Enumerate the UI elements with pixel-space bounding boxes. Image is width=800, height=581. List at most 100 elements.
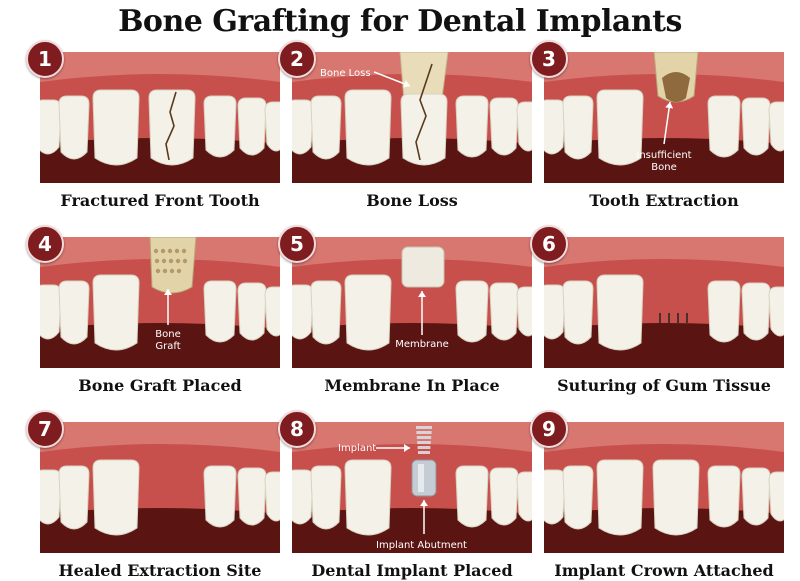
tooth-right-canine bbox=[741, 97, 771, 156]
label-membrane: Membrane bbox=[395, 339, 449, 350]
tooth-fractured bbox=[148, 89, 196, 166]
arrow-head bbox=[164, 289, 172, 295]
tooth-left-canine bbox=[310, 95, 342, 160]
tooth-right-far bbox=[264, 101, 280, 152]
gum-highlight bbox=[40, 52, 280, 82]
tooth-left-far bbox=[40, 99, 62, 155]
panel-caption: Fractured Front Tooth bbox=[60, 191, 260, 210]
step-badge: 6 bbox=[530, 225, 568, 263]
tooth-left-canine bbox=[58, 95, 90, 160]
tooth-right-far bbox=[768, 471, 784, 522]
gum-highlight bbox=[544, 237, 784, 267]
gum-highlight bbox=[544, 422, 784, 452]
label-bone: Bone bbox=[155, 329, 180, 340]
panel-caption: Healed Extraction Site bbox=[58, 561, 262, 580]
tooth-right-lateral bbox=[707, 280, 741, 343]
panel-caption: Bone Graft Placed bbox=[78, 376, 242, 395]
graft-granule bbox=[175, 258, 181, 264]
scene-group bbox=[292, 422, 532, 553]
tooth-left-central bbox=[596, 89, 644, 166]
scene-group bbox=[40, 237, 280, 368]
tooth-right-lateral bbox=[707, 95, 741, 158]
scene-group bbox=[40, 422, 280, 553]
tooth-left-canine bbox=[562, 465, 594, 530]
tooth-left-far bbox=[544, 284, 566, 340]
tooth-left-far bbox=[40, 284, 62, 340]
tooth-right-canine bbox=[237, 97, 267, 156]
arrow-head bbox=[418, 291, 426, 297]
label-implant: Implant bbox=[338, 443, 376, 454]
graft-granule bbox=[182, 258, 188, 264]
tooth-left-central bbox=[92, 274, 140, 351]
panel-illustration bbox=[544, 422, 784, 553]
implant-thread bbox=[417, 441, 431, 444]
panel-caption: Tooth Extraction bbox=[589, 191, 739, 210]
graft-granule bbox=[155, 268, 161, 274]
fracture-line bbox=[165, 91, 177, 161]
step-badge: 3 bbox=[530, 40, 568, 78]
tooth-right-far bbox=[516, 101, 532, 152]
label-bone: Bone bbox=[651, 162, 676, 173]
graft-material bbox=[149, 237, 197, 294]
graft-granule bbox=[168, 258, 174, 264]
tooth-right-canine bbox=[237, 282, 267, 341]
tooth-left-central bbox=[344, 274, 392, 351]
tooth-right-lateral bbox=[707, 465, 741, 528]
tooth-right-canine bbox=[489, 97, 519, 156]
tooth-right-lateral bbox=[203, 465, 237, 528]
panel-caption: Membrane In Place bbox=[324, 376, 500, 395]
scene-group bbox=[40, 52, 280, 183]
tooth-fractured bbox=[400, 93, 448, 166]
implant-thread bbox=[416, 431, 432, 434]
panel-illustration: Implant Implant Abutment bbox=[292, 422, 532, 553]
scene-group bbox=[544, 422, 784, 553]
graft-granule bbox=[167, 248, 173, 254]
tooth-left-canine bbox=[58, 280, 90, 345]
tooth-left-far bbox=[292, 469, 314, 525]
tooth-right-lateral bbox=[455, 465, 489, 528]
tooth-left-central bbox=[596, 459, 644, 536]
tooth-crown bbox=[652, 459, 700, 536]
label-bone-loss: Bone Loss bbox=[320, 68, 371, 79]
panel-caption: Bone Loss bbox=[366, 191, 458, 210]
implant-thread bbox=[417, 446, 431, 449]
arrow-head bbox=[404, 444, 410, 452]
tooth-right-lateral bbox=[203, 280, 237, 343]
panel-caption: Implant Crown Attached bbox=[554, 561, 774, 580]
tooth-left-canine bbox=[58, 465, 90, 530]
panel-illustration: Insufficient Bone bbox=[544, 52, 784, 183]
step-badge: 9 bbox=[530, 410, 568, 448]
panel-illustration: Bone Graft bbox=[40, 237, 280, 368]
arrow-head bbox=[402, 80, 410, 88]
tooth-right-lateral bbox=[455, 95, 489, 158]
tooth-left-central bbox=[92, 459, 140, 536]
tooth-left-canine bbox=[562, 280, 594, 345]
tooth-right-far bbox=[516, 286, 532, 337]
step-badge: 8 bbox=[278, 410, 316, 448]
graft-granule bbox=[154, 258, 160, 264]
membrane-sheet bbox=[401, 246, 445, 288]
graft-granule bbox=[169, 268, 175, 274]
tooth-left-far bbox=[292, 284, 314, 340]
tooth-right-lateral bbox=[455, 280, 489, 343]
scene-group bbox=[292, 52, 532, 183]
graft-granule bbox=[153, 248, 159, 254]
bone-loss-arrow bbox=[373, 71, 411, 87]
tooth-left-central bbox=[344, 459, 392, 536]
implant-thread bbox=[416, 436, 432, 439]
implant-thread bbox=[416, 426, 432, 429]
tooth-left-central bbox=[596, 274, 644, 351]
gum-highlight bbox=[40, 422, 280, 452]
label-implant-abutment: Implant Abutment bbox=[376, 540, 467, 551]
panel-illustration: Membrane bbox=[292, 237, 532, 368]
label-graft: Graft bbox=[155, 341, 180, 352]
tooth-left-far bbox=[544, 469, 566, 525]
graft-granule bbox=[162, 268, 168, 274]
tooth-right-canine bbox=[741, 467, 771, 526]
tooth-left-far bbox=[544, 99, 566, 155]
step-badge: 2 bbox=[278, 40, 316, 78]
tooth-left-canine bbox=[562, 95, 594, 160]
tooth-left-central bbox=[92, 89, 140, 166]
tooth-right-canine bbox=[489, 282, 519, 341]
tooth-right-canine bbox=[741, 282, 771, 341]
